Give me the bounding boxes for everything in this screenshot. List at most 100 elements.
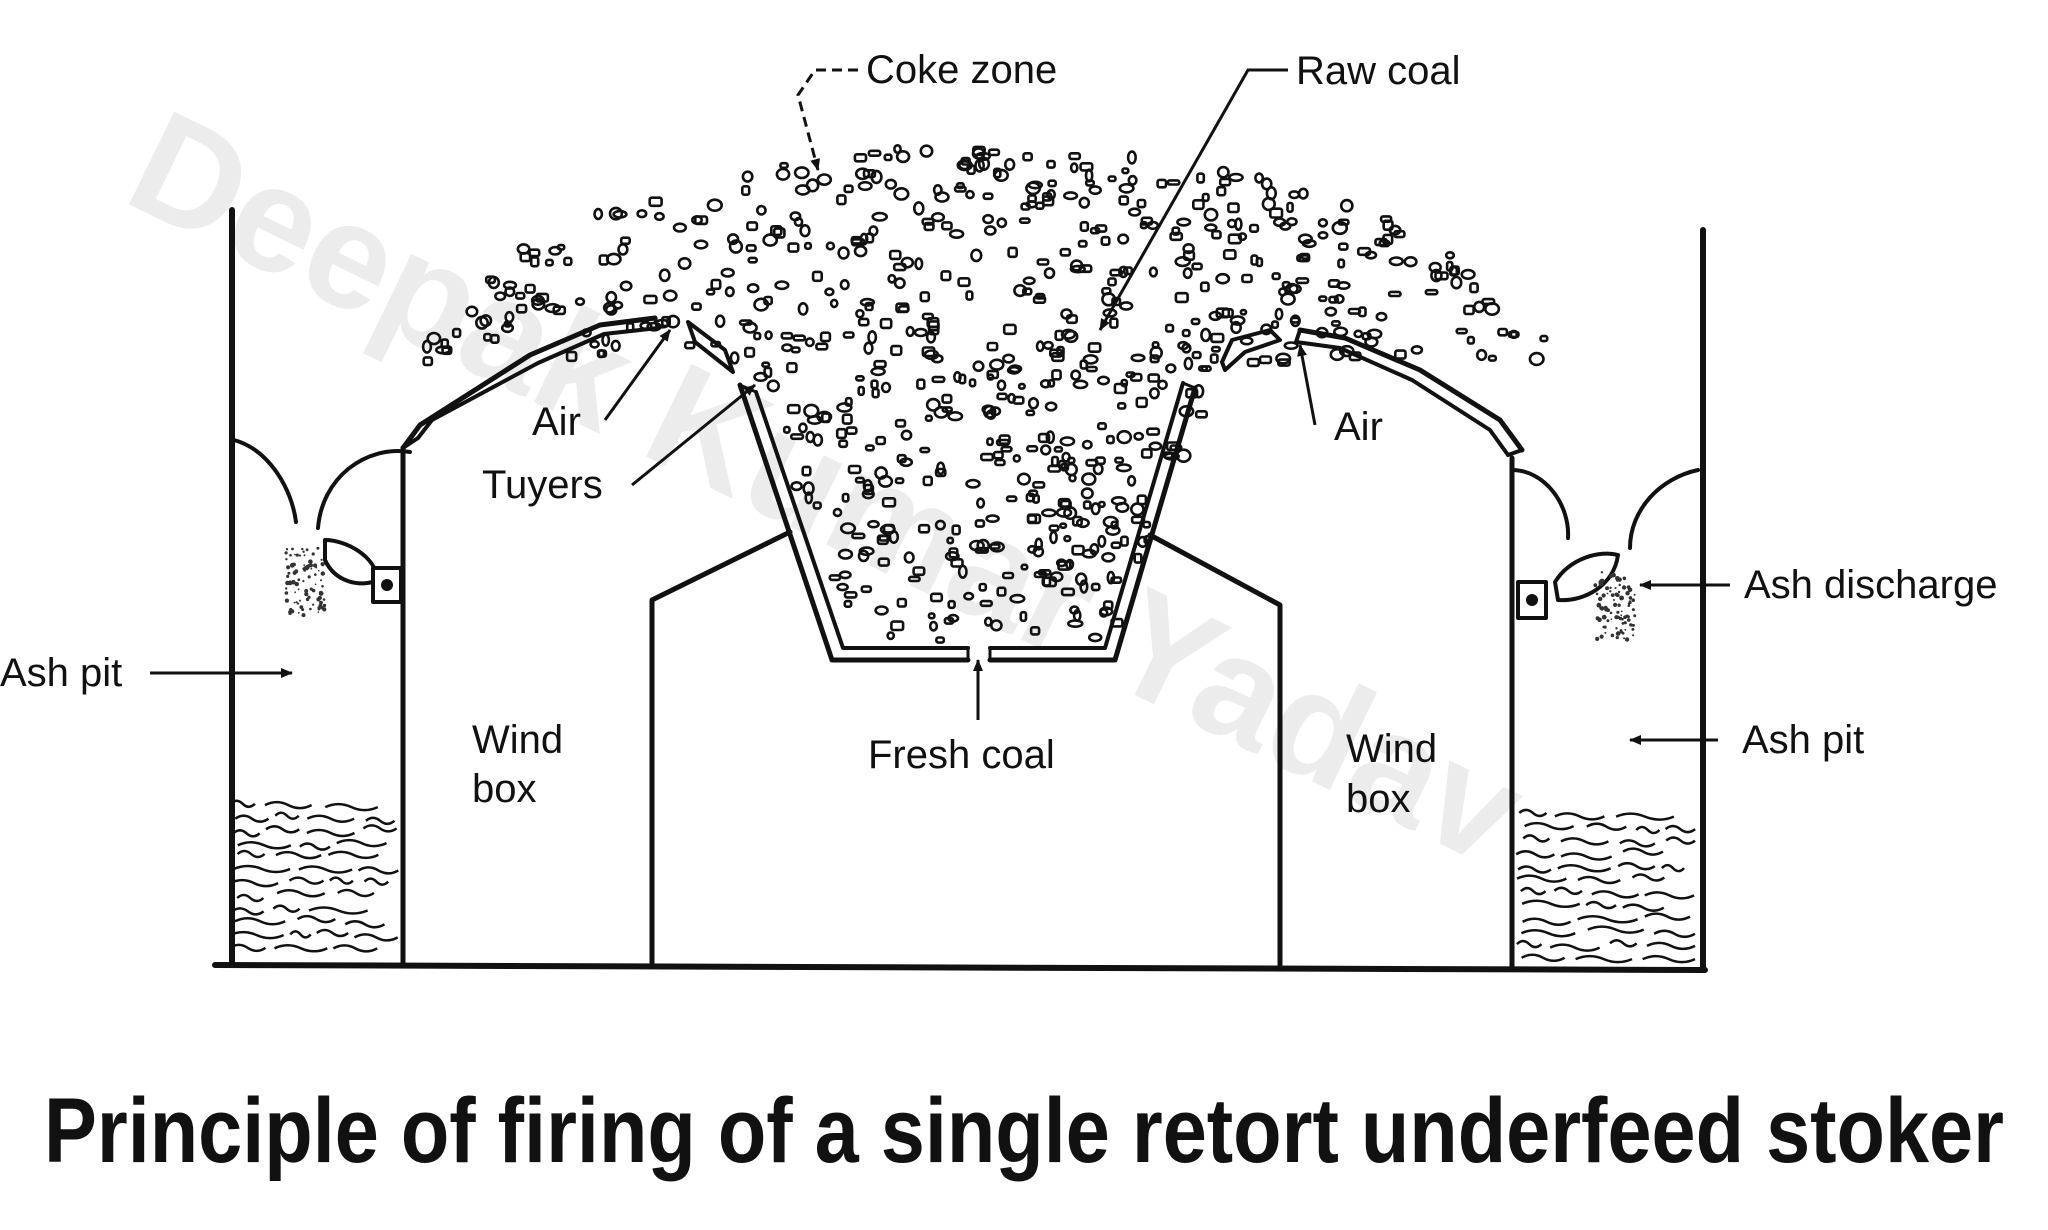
diagram-title: Principle of firing of a single retort u… (44, 1080, 2004, 1182)
coal-lump (764, 330, 773, 341)
ash-particle (319, 590, 322, 594)
coal-lump (1081, 439, 1093, 450)
coal-lump (953, 185, 967, 193)
coal-lump (1324, 306, 1338, 317)
ash-squiggle (1591, 890, 1640, 899)
coal-lump (876, 534, 889, 546)
coal-lump (943, 616, 955, 625)
ash-particle (285, 548, 289, 551)
coal-lump (693, 239, 709, 250)
coal-lump (742, 321, 758, 334)
coal-lump (1043, 267, 1056, 280)
coal-lump (1059, 247, 1072, 257)
coal-lump (1248, 223, 1260, 233)
coal-lump (1204, 223, 1218, 232)
coal-lump (762, 233, 779, 247)
label-tuyers: Tuyers (482, 463, 603, 507)
ash-particle (317, 611, 320, 613)
ash-squiggle (1560, 837, 1609, 846)
coal-lump (1020, 202, 1031, 211)
coal-lump (1328, 295, 1339, 304)
coal-lump (1234, 217, 1243, 231)
label-ash-discharge: Ash discharge (1744, 563, 1997, 607)
ash-particle (287, 571, 291, 575)
ash-particle (1631, 608, 1635, 612)
coal-lump (1382, 219, 1394, 232)
ash-particle (1598, 596, 1603, 602)
coal-lump (724, 286, 735, 298)
coal-lump (1327, 278, 1341, 288)
ash-squiggle (1520, 928, 1576, 938)
coal-lump (1050, 455, 1060, 467)
ash-particle (320, 562, 325, 567)
coal-lump (1021, 287, 1033, 296)
coal-lump (1271, 272, 1281, 281)
coal-lump (838, 439, 849, 449)
ash-particle (302, 550, 305, 553)
coal-lump (636, 209, 648, 219)
coal-lump (747, 256, 759, 264)
ash-particle (320, 571, 325, 576)
ash-particle (1623, 637, 1626, 640)
ash-particle (305, 564, 310, 570)
coal-lump (1133, 431, 1145, 441)
right-ash-arc-1 (1510, 468, 1571, 540)
coal-lump (1042, 340, 1054, 351)
coal-lump (1001, 571, 1015, 580)
coal-lump (914, 257, 924, 271)
coal-lump (863, 341, 874, 355)
coal-lump (837, 548, 854, 560)
coal-lump (658, 268, 671, 283)
coal-lump (996, 379, 1007, 392)
left-ash-arc-2 (316, 449, 412, 530)
coal-lump (1082, 353, 1099, 365)
right-ash-lip (1553, 551, 1620, 603)
coal-lump (907, 575, 921, 583)
ash-particle (1621, 622, 1625, 625)
coal-lump (951, 524, 961, 536)
coal-lump (919, 446, 931, 454)
ash-particle (304, 592, 309, 597)
coal-lump (574, 297, 586, 307)
coal-lump (986, 437, 994, 447)
ash-particle (1632, 634, 1635, 637)
ash-squiggle (264, 800, 313, 810)
coal-lump (912, 201, 925, 216)
coal-lump (884, 178, 898, 190)
coal-lump (919, 144, 934, 158)
coal-lump (1060, 328, 1077, 340)
coal-lump (610, 339, 621, 352)
coal-lump (1164, 323, 1175, 333)
ash-particle (303, 564, 306, 566)
coal-lump (935, 636, 946, 644)
ash-squiggle (1617, 861, 1656, 871)
label-air-right: Air (1334, 405, 1383, 449)
ash-particle (1606, 608, 1610, 612)
ash-squiggle (1665, 836, 1696, 845)
coal-lump (978, 582, 988, 592)
coal-lump (900, 256, 915, 269)
coal-lump (693, 215, 709, 226)
ash-particle (294, 591, 297, 594)
coal-lump (1039, 378, 1052, 389)
coal-lump (1002, 323, 1017, 336)
ash-particle (314, 573, 317, 576)
label-coke-zone: Coke zone (866, 48, 1057, 92)
ash-particle (1631, 624, 1634, 627)
coal-lump (874, 466, 888, 480)
ash-particle (1625, 591, 1630, 596)
coal-lump (899, 457, 914, 468)
ash-particle (317, 607, 321, 611)
coal-lump (843, 590, 858, 599)
coal-lump (1199, 281, 1210, 293)
coal-lump (1286, 201, 1294, 213)
coal-lump (974, 519, 986, 528)
ash-particle (307, 595, 311, 599)
ash-particle (294, 569, 299, 574)
coal-lump (1032, 545, 1045, 558)
ash-squiggle (1642, 954, 1696, 964)
ash-squiggle (316, 928, 349, 938)
coal-lump (895, 302, 910, 314)
coal-lump (589, 339, 600, 349)
coal-lump (1016, 472, 1032, 486)
